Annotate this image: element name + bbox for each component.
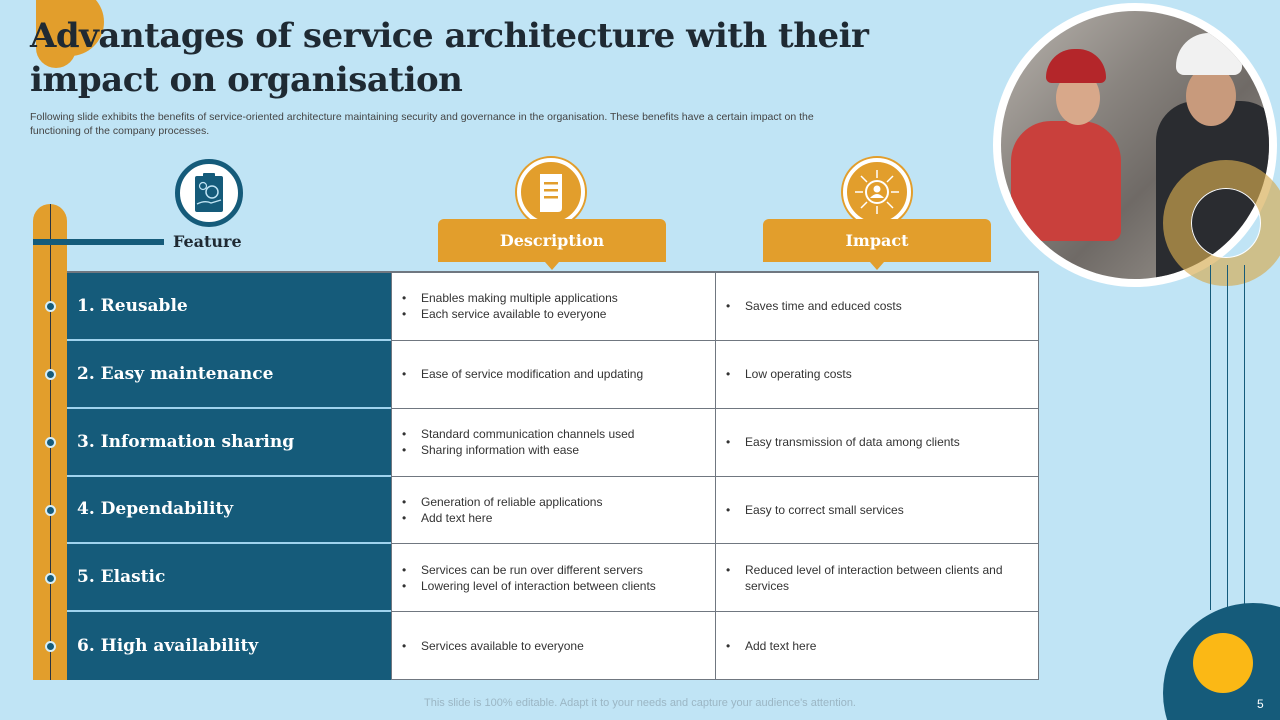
clipboard-gear-hand-icon	[175, 159, 243, 227]
description-item: Each service available to everyone	[421, 307, 607, 322]
feature-header-bar	[33, 239, 164, 245]
decorative-yellow-dot	[1193, 633, 1253, 693]
timeline-dot	[45, 369, 56, 380]
description-item: Ease of service modification and updatin…	[421, 367, 644, 382]
impact-header: Impact	[763, 219, 991, 270]
feature-cell: 1. Reusable	[67, 273, 391, 341]
slide-title: Advantages of service architecture with …	[30, 16, 869, 100]
impact-item: Saves time and educed costs	[745, 299, 902, 314]
timeline-dot	[45, 573, 56, 584]
description-item: Services available to everyone	[421, 638, 584, 653]
description-cell: •Services available to everyone	[391, 612, 715, 680]
decorative-orange-circle	[36, 0, 104, 68]
timeline-dot	[45, 301, 56, 312]
impact-item: Low operating costs	[745, 367, 852, 382]
decorative-line	[1227, 265, 1228, 610]
timeline-dot	[45, 505, 56, 516]
description-cell: •Standard communication channels used •S…	[391, 408, 715, 477]
timeline-dot	[45, 641, 56, 652]
feature-cell: 5. Elastic	[67, 544, 391, 613]
footer-note: This slide is 100% editable. Adapt it to…	[424, 697, 856, 709]
description-cell: •Generation of reliable applications •Ad…	[391, 476, 715, 545]
impact-item: Easy transmission of data among clients	[745, 435, 960, 450]
page-number: 5	[1257, 697, 1264, 711]
impact-cell: •Easy transmission of data among clients	[715, 408, 1039, 477]
advantages-table: 1. Reusable •Enables making multiple app…	[67, 271, 1039, 680]
description-item: Generation of reliable applications	[421, 494, 603, 509]
impact-cell: •Reduced level of interaction between cl…	[715, 544, 1039, 613]
description-cell: •Services can be run over different serv…	[391, 544, 715, 613]
feature-cell: 4. Dependability	[67, 476, 391, 545]
decorative-line	[1210, 265, 1211, 610]
timeline-dot	[45, 437, 56, 448]
description-item: Lowering level of interaction between cl…	[421, 578, 656, 593]
description-header: Description	[438, 219, 666, 270]
description-item: Standard communication channels used	[421, 427, 635, 442]
impact-item: Easy to correct small services	[745, 502, 904, 517]
slide-subtitle: Following slide exhibits the benefits of…	[30, 111, 814, 137]
description-cell: •Enables making multiple applications •E…	[391, 273, 715, 341]
description-item: Enables making multiple applications	[421, 291, 618, 306]
impact-cell: •Low operating costs	[715, 340, 1039, 409]
impact-cell: •Easy to correct small services	[715, 476, 1039, 545]
user-network-arrows-icon	[843, 158, 911, 226]
description-cell: •Ease of service modification and updati…	[391, 340, 715, 409]
description-item: Add text here	[421, 510, 493, 525]
decorative-ring	[1163, 160, 1280, 286]
impact-item: Reduced level of interaction between cli…	[745, 562, 1003, 593]
feature-cell: 6. High availability	[67, 612, 391, 680]
feature-header: Feature	[173, 232, 242, 251]
decorative-line	[1244, 265, 1245, 610]
scroll-document-icon	[517, 158, 585, 226]
description-item: Sharing information with ease	[421, 443, 580, 458]
description-item: Services can be run over different serve…	[421, 562, 643, 577]
impact-cell: •Add text here	[715, 612, 1039, 680]
feature-cell: 2. Easy maintenance	[67, 340, 391, 409]
feature-cell: 3. Information sharing	[67, 408, 391, 477]
impact-item: Add text here	[745, 638, 817, 653]
impact-cell: •Saves time and educed costs	[715, 273, 1039, 341]
